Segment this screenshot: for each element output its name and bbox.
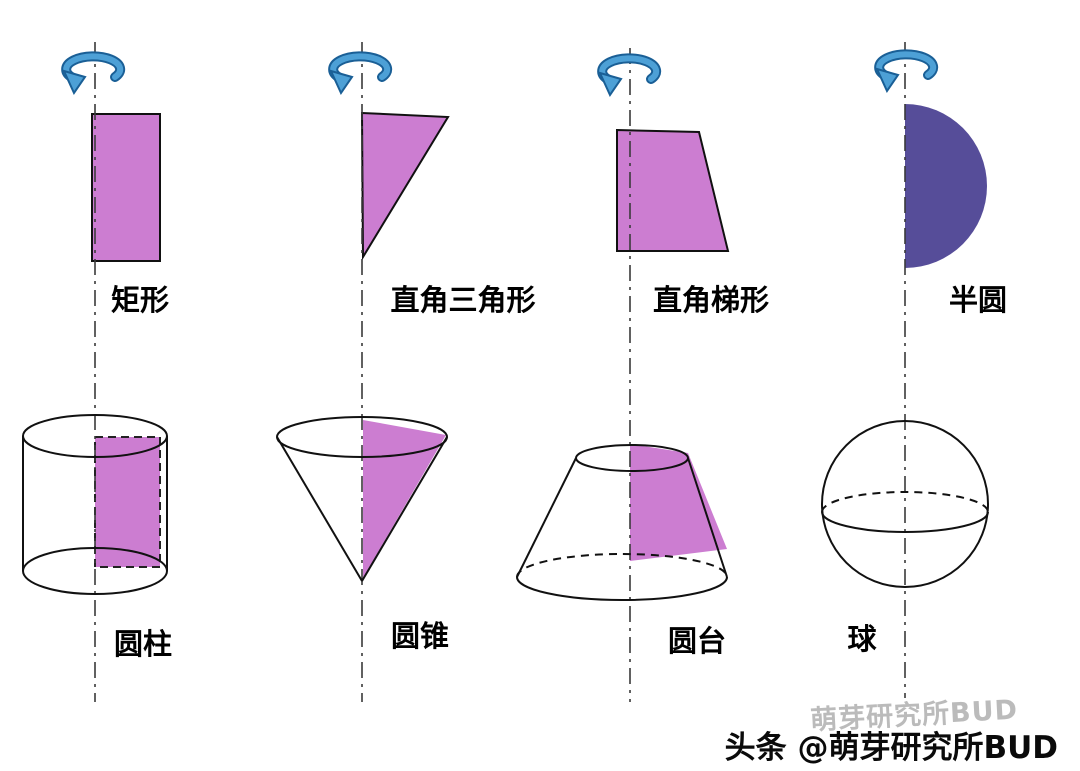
cylinder-cross-section bbox=[94, 436, 161, 568]
label-rectangle: 矩形 bbox=[110, 283, 170, 317]
label-right-triangle: 直角三角形 bbox=[390, 283, 536, 317]
frustum-cross-section bbox=[630, 444, 727, 561]
solids bbox=[22, 414, 989, 601]
rectangle-shape bbox=[91, 113, 161, 262]
cone-cross-section bbox=[363, 420, 446, 578]
rotation-arrow-2 bbox=[328, 51, 393, 96]
rotation-arrow-1 bbox=[61, 51, 126, 96]
label-sphere: 球 bbox=[847, 622, 877, 656]
cylinder-figure bbox=[22, 414, 168, 595]
label-cylinder: 圆柱 bbox=[113, 627, 173, 661]
cone-figure bbox=[276, 416, 448, 582]
byline-watermark: 头条 @萌芽研究所BUD bbox=[724, 730, 1058, 766]
right-trapezoid-shape bbox=[616, 128, 730, 252]
label-frustum: 圆台 bbox=[667, 624, 727, 658]
sphere-figure bbox=[821, 420, 989, 588]
rotation-arrow-4 bbox=[874, 49, 939, 94]
frustum-figure bbox=[516, 444, 728, 601]
rotation-arrows bbox=[61, 49, 939, 98]
rotation-axes bbox=[94, 42, 906, 702]
label-cone: 圆锥 bbox=[390, 619, 450, 653]
semicircle-shape bbox=[905, 104, 987, 268]
generating-shapes bbox=[91, 104, 987, 268]
right-triangle-shape bbox=[360, 111, 450, 261]
rotation-arrow-3 bbox=[597, 53, 662, 98]
cross-sections bbox=[94, 420, 727, 578]
label-right-trapezoid: 直角梯形 bbox=[652, 283, 770, 317]
label-semicircle: 半圆 bbox=[948, 283, 1008, 317]
